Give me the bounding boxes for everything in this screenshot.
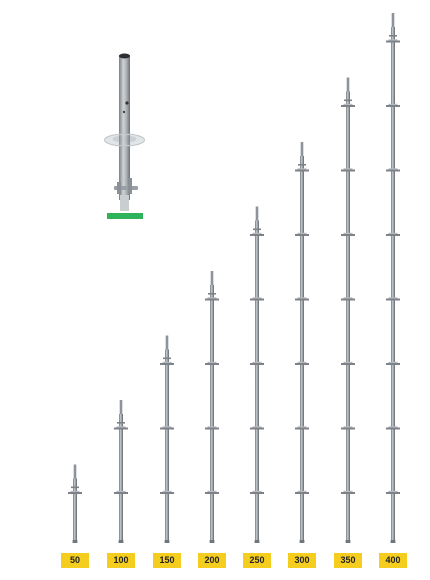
- length-label-300: 300: [288, 553, 316, 568]
- standard-300: [295, 142, 309, 543]
- rosette: [386, 39, 400, 43]
- rosette: [341, 168, 355, 172]
- rosette: [205, 426, 219, 430]
- rosette: [341, 361, 355, 365]
- spigot-base-icon: [104, 53, 145, 219]
- rosette: [205, 490, 219, 494]
- rosette: [160, 490, 174, 494]
- rosette: [386, 297, 400, 301]
- rosette: [205, 361, 219, 365]
- rosette: [160, 361, 174, 365]
- standards-group: [68, 13, 400, 543]
- rosette: [295, 232, 309, 236]
- rosette: [341, 297, 355, 301]
- standard-150: [160, 335, 174, 543]
- rosette: [386, 103, 400, 107]
- rosette: [341, 490, 355, 494]
- rosette: [386, 361, 400, 365]
- rosette: [250, 297, 264, 301]
- rosette: [386, 168, 400, 172]
- rosette: [205, 297, 219, 301]
- standard-400: [386, 13, 400, 543]
- length-label-250: 250: [243, 553, 271, 568]
- rosette: [250, 232, 264, 236]
- standard-350: [341, 77, 355, 543]
- length-label-400: 400: [379, 553, 407, 568]
- standard-50: [68, 464, 82, 543]
- standard-200: [205, 271, 219, 543]
- rosette: [341, 103, 355, 107]
- rosette: [386, 490, 400, 494]
- rosette: [295, 297, 309, 301]
- rosette: [295, 168, 309, 172]
- rosette: [68, 490, 82, 494]
- standard-100: [114, 400, 128, 543]
- rosette: [160, 426, 174, 430]
- length-label-100: 100: [107, 553, 135, 568]
- ground-bar: [107, 213, 143, 219]
- length-label-350: 350: [334, 553, 362, 568]
- rosette: [386, 232, 400, 236]
- rosette: [341, 426, 355, 430]
- rosette: [295, 490, 309, 494]
- rosette: [250, 361, 264, 365]
- length-label-150: 150: [153, 553, 181, 568]
- standard-250: [250, 206, 264, 543]
- rosette: [114, 490, 128, 494]
- length-label-50: 50: [61, 553, 89, 568]
- rosette: [295, 361, 309, 365]
- length-label-200: 200: [198, 553, 226, 568]
- rosette: [295, 426, 309, 430]
- rosette: [386, 426, 400, 430]
- rosette: [114, 426, 128, 430]
- rosette: [250, 490, 264, 494]
- rosette: [341, 232, 355, 236]
- rosette: [250, 426, 264, 430]
